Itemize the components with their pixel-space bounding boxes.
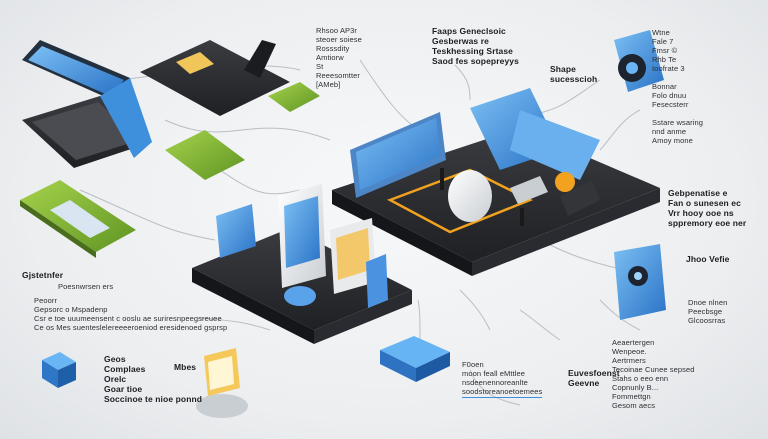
- blue-monitor-icon: [614, 244, 666, 320]
- connector-lines: [79, 59, 661, 406]
- laptop-device: [22, 40, 152, 168]
- document-device: [196, 348, 248, 418]
- blue-cube-icon: [42, 352, 76, 388]
- label-bottom-left: Geos Complaes Orelc Goar tioe Soccinoe t…: [104, 354, 203, 404]
- keyboard-panel: [140, 40, 290, 116]
- label-right-c: Dnoe nlnen Peecbsge Glcoosrras: [688, 298, 728, 325]
- green-pad: [268, 82, 320, 112]
- label-left-b: Poesnwrsen ers: [58, 282, 114, 291]
- label-top-center-left: Rhsoo AP3r steoer soiese Rosssdity Amtio…: [316, 26, 362, 89]
- label-left-a: Gjstetnfer: [22, 270, 64, 280]
- label-top-center: Faaps Geneclsoic Gesberwas re Teskhessin…: [432, 26, 519, 66]
- label-left-c: Peoorr Gepsorc o Mspadenp Csr e toe uuum…: [34, 296, 228, 332]
- label-bottom-center-b: Euvesfoenst Geevne: [568, 368, 620, 388]
- label-right-a: Gebpenatise e Fan o sunesen ec Vrr hooy …: [668, 188, 747, 228]
- workstation-platform: [192, 184, 412, 344]
- label-right-b: Jhoo Vefie: [686, 254, 730, 264]
- blue-server-box: [380, 336, 450, 382]
- label-right-d: Aeaertergen Wenpeoe. Aertrmers Tecoinae …: [612, 338, 695, 410]
- label-top-right-column: Wtne Fale 7 Fmsr © Rhb Te Ioofrate 3 Bon…: [652, 28, 704, 145]
- label-shape-succession: Shape sucesscioh: [550, 64, 598, 84]
- label-bottom-center: F0oen moon feall eMttlee nsdeenennoreanl…: [462, 360, 543, 398]
- blue-disc-device: [614, 30, 664, 92]
- green-strip: [165, 130, 245, 180]
- label-bottom-left-b: Mbes: [174, 362, 197, 372]
- green-tablet-stack: [20, 180, 136, 258]
- central-platform: [332, 88, 660, 276]
